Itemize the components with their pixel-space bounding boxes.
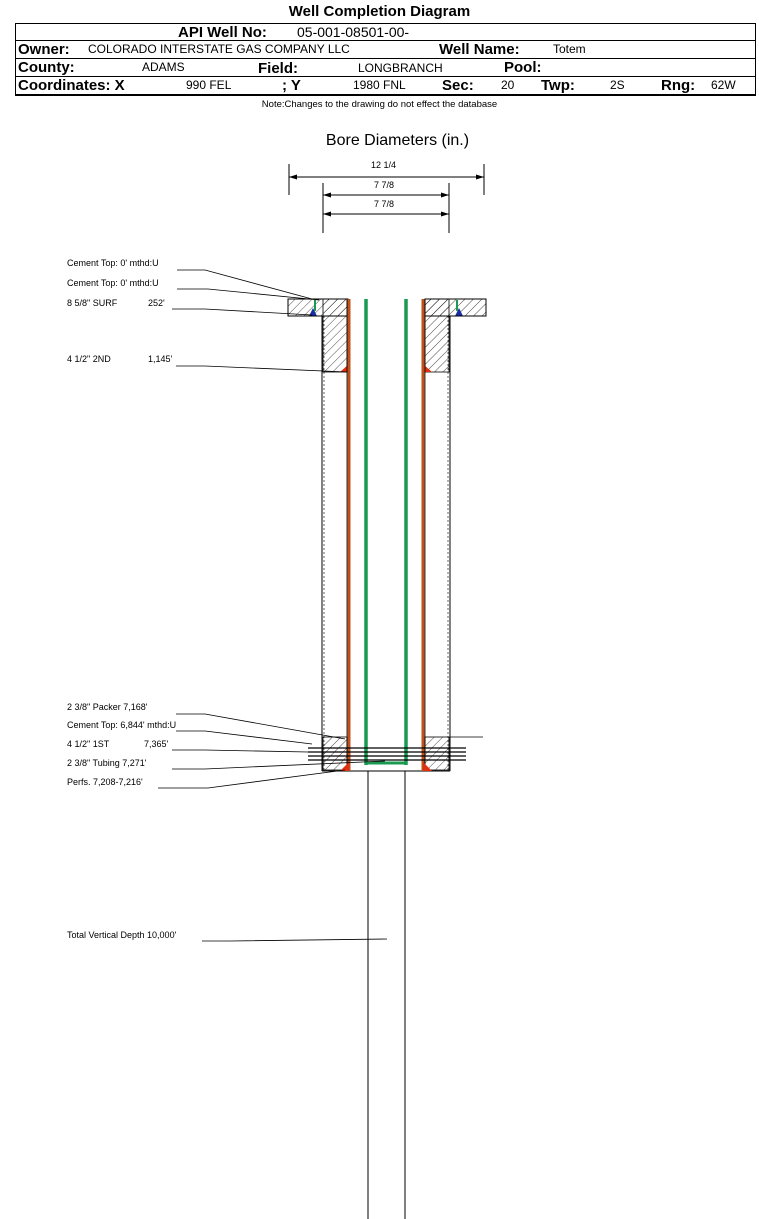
bore-label-12-1-4: 12 1/4	[371, 160, 397, 170]
owner-value: COLORADO INTERSTATE GAS COMPANY LLC	[88, 42, 350, 56]
annotation-2nd-depth: 1,145'	[148, 354, 173, 364]
annotation-surf-depth: 252'	[148, 298, 165, 308]
well-info-table-bottom-rule	[15, 94, 756, 95]
owner-row: Owner: COLORADO INTERSTATE GAS COMPANY L…	[15, 41, 755, 59]
sec-value: 20	[501, 78, 515, 92]
well-name-label: Well Name:	[439, 41, 520, 58]
annotation-1st-casing: 4 1/2" 1ST	[67, 739, 110, 749]
api-label: API Well No:	[178, 24, 267, 41]
lower-cement	[322, 736, 450, 771]
bore-dimension-7-7-8-a	[322, 183, 450, 233]
x-value: 990 FEL	[186, 78, 232, 92]
annotation-2nd-casing: 4 1/2" 2ND	[67, 354, 111, 364]
tubing-string	[364, 299, 408, 765]
annotation-cement-top-2: Cement Top: 0' mthd:U	[67, 278, 159, 288]
pool-label: Pool:	[504, 59, 542, 76]
coordinates-label: Coordinates: X	[18, 77, 125, 94]
bore-dimension-12-1-4	[288, 164, 485, 195]
annotation-cement-top-3: Cement Top: 6,844' mthd:U	[67, 720, 177, 730]
api-row: API Well No: 05-001-08501-00-	[15, 24, 755, 41]
bore-label-7-7-8-b: 7 7/8	[374, 199, 395, 209]
county-label: County:	[18, 59, 75, 76]
production-hole	[321, 316, 451, 772]
annotation-perfs: Perfs. 7,208-7,216'	[67, 777, 143, 787]
open-hole	[367, 771, 406, 1219]
database-note: Note:Changes to the drawing do not effec…	[261, 99, 498, 110]
annotation-1st-depth: 7,365'	[144, 739, 169, 749]
rng-value: 62W	[711, 78, 736, 92]
surface-hole-cement	[287, 298, 487, 317]
field-value: LONGBRANCH	[358, 61, 443, 75]
well-info-table-border	[15, 23, 756, 96]
leader-lines	[158, 269, 388, 942]
well-name-value: Totem	[553, 42, 586, 56]
twp-value: 2S	[610, 78, 625, 92]
annotation-surf-casing: 8 5/8" SURF	[67, 298, 118, 308]
twp-label: Twp:	[541, 77, 575, 94]
upper-cement	[322, 298, 450, 373]
annotation-cement-top-1: Cement Top: 0' mthd:U	[67, 258, 159, 268]
bore-label-7-7-8-a: 7 7/8	[374, 180, 395, 190]
field-label: Field:	[258, 60, 298, 77]
annotation-packer: 2 3/8" Packer 7,168'	[67, 702, 148, 712]
rng-label: Rng:	[661, 77, 696, 94]
annotation-total-depth: Total Vertical Depth 10,000'	[67, 930, 177, 940]
diagram-main-title: Well Completion Diagram	[288, 3, 471, 20]
y-value: 1980 FNL	[353, 78, 406, 92]
annotation-tubing: 2 3/8" Tubing 7,271'	[67, 758, 147, 768]
bore-diameters-title: Bore Diameters (in.)	[325, 132, 470, 149]
well-info-table: API Well No: 05-001-08501-00- Owner: COL…	[15, 24, 755, 96]
production-casing	[346, 299, 426, 771]
county-row: County: ADAMS Field: LONGBRANCH Pool:	[15, 59, 755, 77]
sec-label: Sec:	[442, 77, 474, 94]
county-value: ADAMS	[142, 60, 185, 74]
owner-label: Owner:	[18, 41, 70, 58]
packer-perf-lines	[308, 736, 483, 761]
y-label: ; Y	[282, 77, 301, 94]
api-value: 05-001-08501-00-	[297, 24, 410, 40]
